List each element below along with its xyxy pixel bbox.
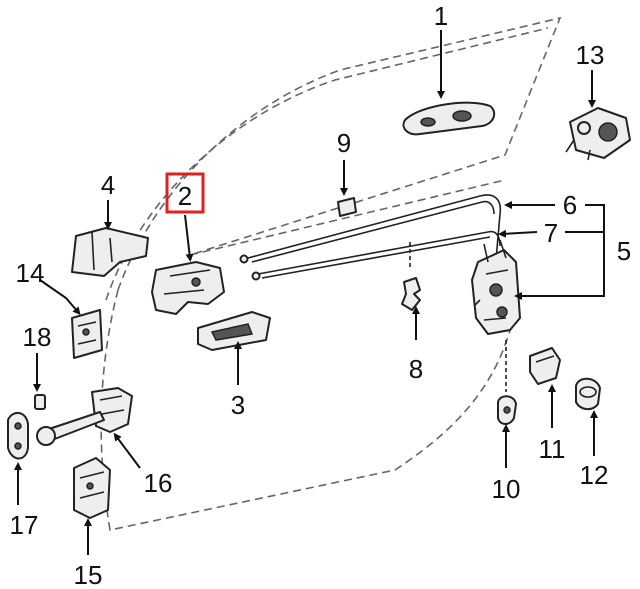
callout-8: 8 <box>409 354 423 384</box>
grommet-part[interactable] <box>575 377 601 456</box>
callout-16: 16 <box>144 468 173 498</box>
striker-plate-part[interactable] <box>7 412 29 505</box>
bolt-part[interactable] <box>33 353 46 410</box>
callout-11: 11 <box>539 434 566 464</box>
callout-12: 12 <box>580 460 609 490</box>
outside-handle-part[interactable] <box>402 30 496 136</box>
callout-14: 14 <box>16 258 45 288</box>
highlight-box-part-2 <box>165 172 205 214</box>
callout-15: 15 <box>74 560 103 589</box>
callout-4: 4 <box>101 170 115 200</box>
lock-actuator-part[interactable] <box>565 70 631 161</box>
callout-2: 2 <box>178 181 192 211</box>
callout-6: 6 <box>563 190 577 220</box>
callout-13: 13 <box>576 40 605 70</box>
callout-18: 18 <box>23 322 52 352</box>
upper-hinge-part[interactable] <box>39 279 103 359</box>
clip-part[interactable] <box>337 160 357 217</box>
callout-3: 3 <box>231 390 245 420</box>
door-check-part[interactable] <box>36 387 141 469</box>
inside-handle-linkage-part[interactable] <box>151 214 225 315</box>
inside-handle-bezel-part[interactable] <box>197 311 271 385</box>
callout-17: 17 <box>10 510 39 540</box>
callout-9: 9 <box>337 128 351 158</box>
rod-clip-part[interactable] <box>497 340 517 468</box>
door-lock-assembly-part[interactable] <box>471 239 521 335</box>
guide-clip-part[interactable] <box>401 242 421 340</box>
lock-knob-part[interactable] <box>529 347 561 428</box>
lock-cables <box>239 194 502 281</box>
callout-10: 10 <box>492 474 521 504</box>
bracket-part[interactable] <box>71 200 149 277</box>
callout-leaders-5-6-7 <box>498 201 605 300</box>
callout-5: 5 <box>617 236 631 266</box>
callout-1: 1 <box>434 1 448 31</box>
callout-7: 7 <box>544 218 558 248</box>
lower-hinge-part[interactable] <box>73 457 111 555</box>
